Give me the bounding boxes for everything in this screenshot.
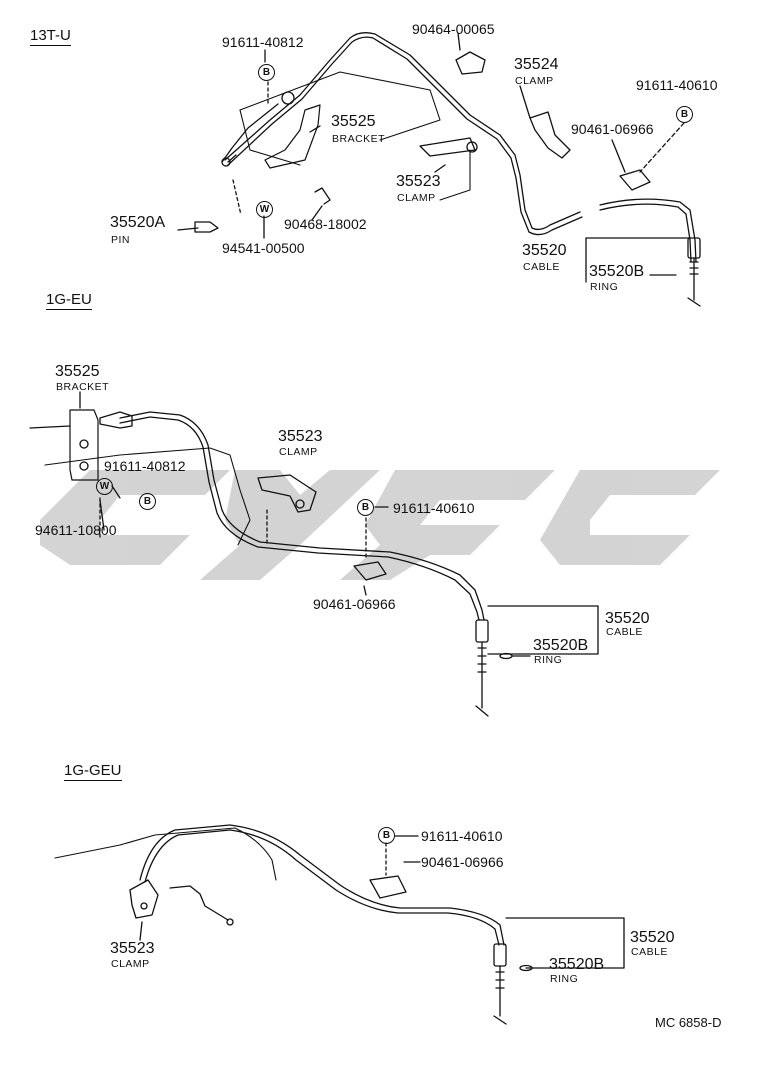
part-number-91611-40812-1g-eu: 91611-40812 bbox=[104, 458, 186, 474]
part-number-35523: 35523 bbox=[396, 173, 441, 190]
section-1g-geu-drawing bbox=[54, 824, 625, 1025]
part-desc-cable-1g-eu: CABLE bbox=[606, 626, 643, 638]
section-13t-u-drawing bbox=[177, 32, 701, 307]
section-title-1g-eu: 1G-EU bbox=[46, 291, 92, 310]
section-title-1g-geu: 1G-GEU bbox=[64, 762, 122, 781]
part-desc-ring-1g-eu: RING bbox=[534, 654, 563, 666]
part-number-35525-1g-eu: 35525 bbox=[55, 363, 100, 380]
part-number-35523-1g-geu: 35523 bbox=[110, 940, 155, 957]
part-desc-cable-1g-geu: CABLE bbox=[631, 946, 668, 958]
part-number-94541-00500: 94541-00500 bbox=[222, 240, 305, 256]
washer-marker-w-1: W bbox=[256, 201, 273, 218]
watermark-logo bbox=[40, 470, 720, 580]
part-number-35524: 35524 bbox=[514, 56, 559, 73]
part-number-91611-40610: 91611-40610 bbox=[636, 77, 718, 93]
part-number-35520: 35520 bbox=[522, 242, 567, 259]
part-desc-clamp-1g-eu: CLAMP bbox=[279, 446, 318, 458]
part-number-91611-40610-1g-geu: 91611-40610 bbox=[421, 828, 503, 844]
cable-1g-eu bbox=[119, 411, 485, 621]
part-number-35520b-1g-eu: 35520B bbox=[533, 637, 589, 654]
part-number-35520-1g-eu: 35520 bbox=[605, 610, 650, 627]
part-desc-bracket-35525: BRACKET bbox=[332, 133, 386, 145]
part-desc-ring-35520b: RING bbox=[590, 281, 619, 293]
part-number-90464-00065: 90464-00065 bbox=[412, 21, 495, 37]
part-desc-clamp-35524: CLAMP bbox=[515, 75, 554, 87]
cable-1g-geu bbox=[139, 824, 505, 946]
part-number-90468-18002: 90468-18002 bbox=[284, 216, 367, 232]
washer-marker-w-1g-eu: W bbox=[96, 478, 113, 495]
part-number-90461-06966-1g-eu: 90461-06966 bbox=[313, 596, 396, 612]
bolt-marker-b-1g-eu-1: B bbox=[139, 493, 156, 510]
part-desc-ring-1g-geu: RING bbox=[550, 973, 579, 985]
part-number-94611-10800: 94611-10800 bbox=[35, 522, 117, 538]
part-number-35520b: 35520B bbox=[589, 263, 645, 280]
section-1g-eu-drawing bbox=[29, 391, 599, 717]
part-number-35523-1g-eu: 35523 bbox=[278, 428, 323, 445]
cable-13t-u bbox=[224, 32, 581, 231]
part-number-91611-40812: 91611-40812 bbox=[222, 34, 304, 50]
part-number-35520b-1g-geu: 35520B bbox=[549, 956, 605, 973]
part-number-35520-1g-geu: 35520 bbox=[630, 929, 675, 946]
part-number-90461-06966: 90461-06966 bbox=[571, 121, 654, 137]
part-desc-clamp-1g-geu: CLAMP bbox=[111, 958, 150, 970]
section-title-13t-u: 13T-U bbox=[30, 27, 71, 46]
part-desc-cable-35520: CABLE bbox=[523, 261, 560, 273]
bolt-marker-b-2: B bbox=[676, 106, 693, 123]
bolt-marker-b-1: B bbox=[258, 64, 275, 81]
part-number-35525: 35525 bbox=[331, 113, 376, 130]
part-desc-bracket-1g-eu: BRACKET bbox=[56, 381, 110, 393]
part-desc-clamp-35523: CLAMP bbox=[397, 192, 436, 204]
part-desc-pin-35520a: PIN bbox=[111, 234, 131, 246]
bolt-marker-b-1g-geu: B bbox=[378, 827, 395, 844]
drawing-code: MC 6858-D bbox=[655, 1015, 722, 1030]
bolt-marker-b-1g-eu-2: B bbox=[357, 499, 374, 516]
part-number-90461-06966-1g-geu: 90461-06966 bbox=[421, 854, 504, 870]
part-number-91611-40610-1g-eu: 91611-40610 bbox=[393, 500, 475, 516]
part-number-35520a: 35520A bbox=[110, 214, 166, 231]
